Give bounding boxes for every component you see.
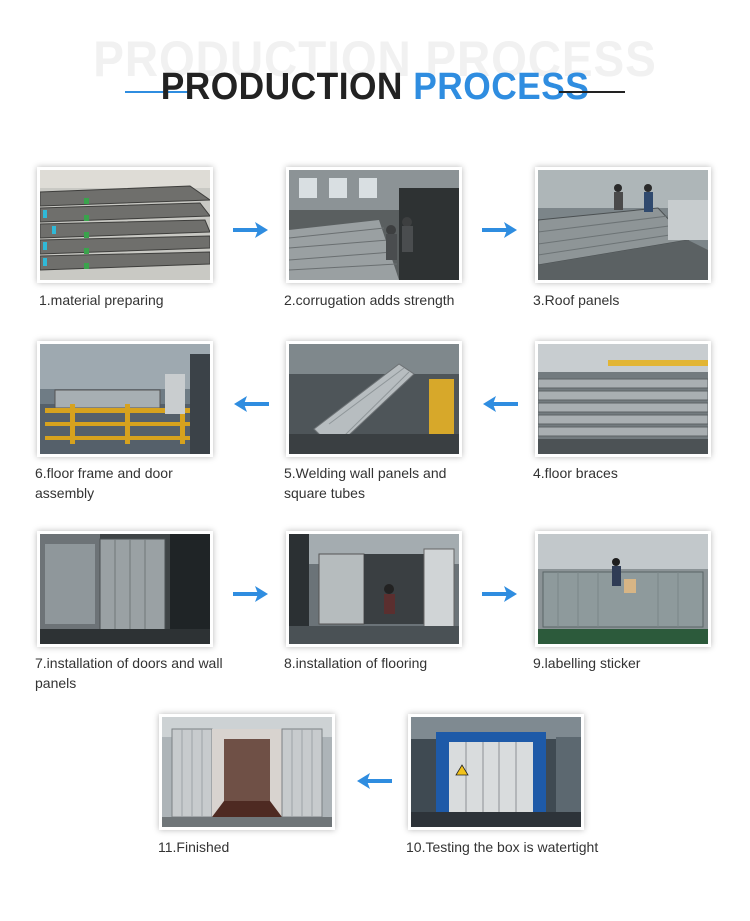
roof-panels-image bbox=[538, 170, 708, 280]
finished-container-image bbox=[162, 717, 332, 827]
title-word-1: PRODUCTION bbox=[160, 66, 403, 108]
step-2-photo bbox=[286, 167, 462, 283]
step-9-caption: 9.labelling sticker bbox=[533, 655, 641, 671]
step-1-caption: 1.material preparing bbox=[39, 292, 164, 308]
step-3-caption: 3.Roof panels bbox=[533, 292, 620, 308]
step-4-photo bbox=[535, 341, 711, 457]
step-5-photo bbox=[286, 341, 462, 457]
arrow-right-icon bbox=[233, 586, 268, 602]
corrugation-workshop-image bbox=[289, 170, 459, 280]
step-1-photo bbox=[37, 167, 213, 283]
doors-wall-panels-image bbox=[40, 534, 210, 644]
step-7-photo bbox=[37, 531, 213, 647]
step-11-photo bbox=[159, 714, 335, 830]
step-6-photo bbox=[37, 341, 213, 457]
arrow-left-icon bbox=[234, 396, 269, 412]
floor-braces-image bbox=[538, 344, 708, 454]
material-stack-image bbox=[40, 170, 210, 280]
step-3-photo bbox=[535, 167, 711, 283]
step-10-photo bbox=[408, 714, 584, 830]
watertight-test-image bbox=[411, 717, 581, 827]
step-8-caption: 8.installation of flooring bbox=[284, 655, 428, 671]
step-2-caption: 2.corrugation adds strength bbox=[284, 292, 455, 308]
step-11-caption: 11.Finished bbox=[158, 839, 230, 855]
arrow-left-icon bbox=[357, 773, 392, 789]
step-5-caption: 5.Welding wall panels and square tubes bbox=[284, 465, 447, 501]
title-rule-left bbox=[125, 91, 191, 93]
floor-frame-assembly-image bbox=[40, 344, 210, 454]
arrow-right-icon bbox=[482, 222, 517, 238]
arrow-right-icon bbox=[233, 222, 268, 238]
section-header: PRODUCTION PROCESS PRODUCTION PROCESS bbox=[0, 0, 750, 140]
title-rule-right bbox=[559, 91, 625, 93]
step-10-caption: 10.Testing the box is watertight bbox=[406, 839, 599, 855]
labelling-sticker-image bbox=[538, 534, 708, 644]
arrow-left-icon bbox=[483, 396, 518, 412]
ghost-title: PRODUCTION PROCESS bbox=[93, 31, 657, 87]
title-word-2: PROCESS bbox=[413, 66, 590, 108]
welding-wall-panels-image bbox=[289, 344, 459, 454]
step-9-photo bbox=[535, 531, 711, 647]
step-7-caption: 7.installation of doors and wall panels bbox=[35, 655, 223, 691]
step-4-caption: 4.floor braces bbox=[533, 465, 618, 481]
arrow-right-icon bbox=[482, 586, 517, 602]
page-title: PRODUCTION PROCESS bbox=[26, 66, 724, 109]
flooring-installation-image bbox=[289, 534, 459, 644]
step-6-caption: 6.floor frame and door assembly bbox=[35, 465, 173, 501]
step-8-photo bbox=[286, 531, 462, 647]
